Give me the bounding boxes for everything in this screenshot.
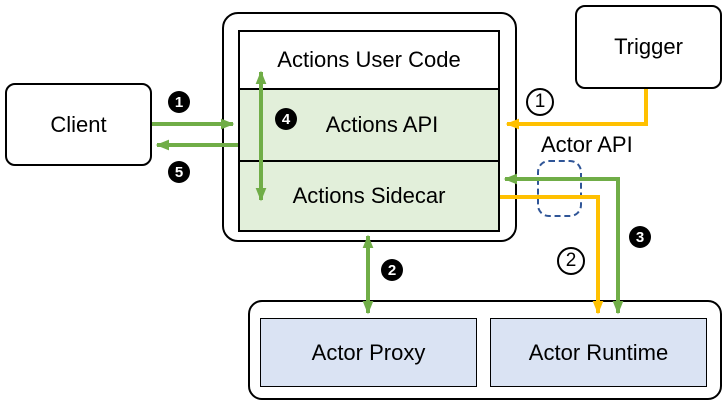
actions-api-label: Actions API bbox=[325, 112, 439, 137]
trigger-step-badge-2: 2 bbox=[557, 247, 585, 275]
actor-proxy-box: Actor Proxy bbox=[260, 318, 477, 387]
step-badge-2: 2 bbox=[381, 259, 403, 281]
actor-api-dashed-box bbox=[537, 160, 582, 217]
actions-sidecar-label: Actions Sidecar bbox=[292, 183, 446, 208]
actor-proxy-label: Actor Proxy bbox=[311, 339, 426, 365]
step-badge-3: 3 bbox=[629, 226, 651, 248]
actor-api-label: Actor API bbox=[541, 132, 633, 157]
actions-user-code-label: Actions User Code bbox=[277, 47, 461, 72]
actor-runtime-label: Actor Runtime bbox=[528, 339, 669, 365]
step-badge-4: 4 bbox=[275, 108, 297, 130]
trigger-step-badge-1: 1 bbox=[526, 88, 554, 116]
trigger-label: Trigger bbox=[614, 34, 683, 59]
actions-user-code-box: Actions User Code bbox=[240, 32, 498, 88]
client-box: Client bbox=[5, 83, 152, 166]
step-badge-1: 1 bbox=[168, 91, 190, 113]
trigger-box: Trigger bbox=[575, 5, 722, 89]
client-label: Client bbox=[50, 111, 107, 137]
actions-stack: Actions User Code Actions API Actions Si… bbox=[238, 30, 500, 232]
step-badge-5: 5 bbox=[168, 161, 190, 183]
actor-runtime-box: Actor Runtime bbox=[490, 318, 707, 387]
actions-sidecar-box: Actions Sidecar bbox=[240, 160, 498, 230]
